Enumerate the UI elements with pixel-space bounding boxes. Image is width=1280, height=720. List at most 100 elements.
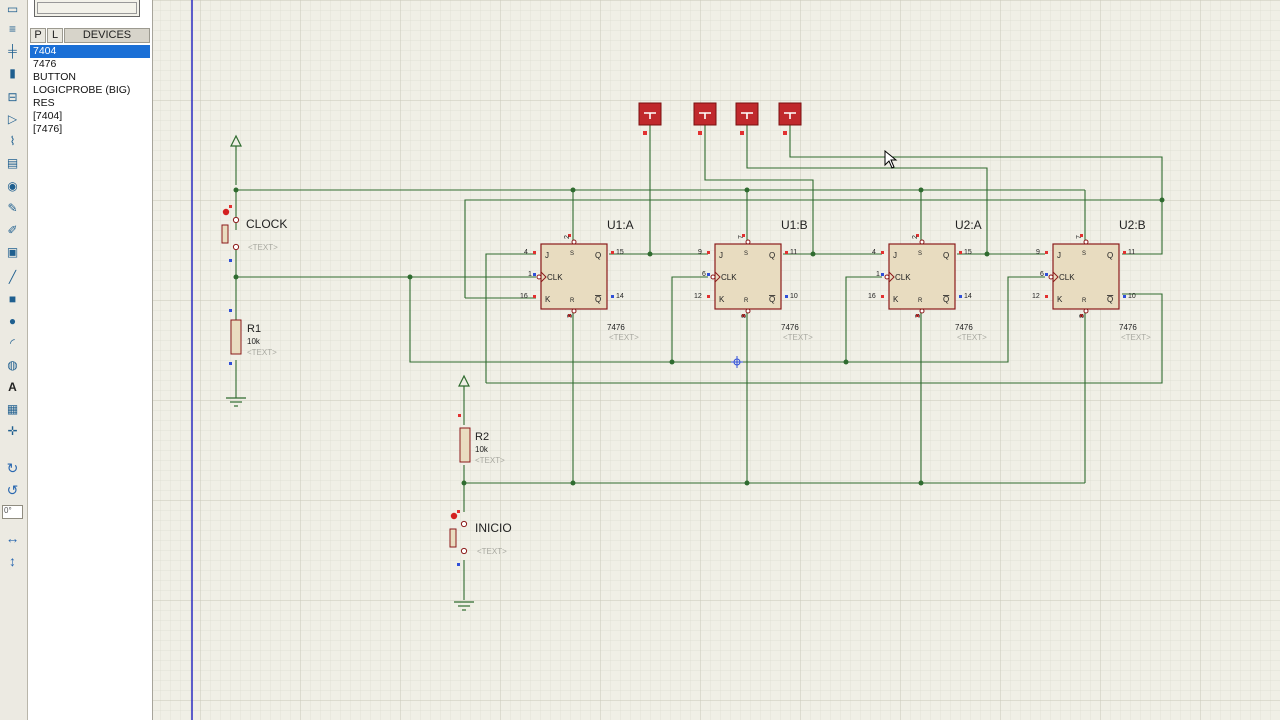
line-tool-icon[interactable]: ╱ — [8, 269, 17, 284]
schematic-canvas[interactable]: CLOCK <TEXT> R1 10k <TEXT> R2 10k <TEXT>… — [153, 0, 1280, 720]
pin-number: 4 — [524, 249, 528, 256]
wire — [409, 276, 1045, 363]
pin-label-k: K — [719, 295, 725, 304]
flipflop-ref: U1:A — [607, 218, 634, 232]
ground-terminal[interactable] — [226, 397, 246, 407]
pin-label-s: S — [744, 251, 748, 257]
power-terminal[interactable] — [458, 374, 470, 390]
device-list-item[interactable]: 7476 — [33, 58, 57, 70]
pin-number: 2 — [912, 235, 919, 239]
overview-window[interactable] — [34, 0, 140, 17]
pin-number: 11 — [790, 249, 797, 256]
voltage-probe-icon[interactable]: ✎ — [7, 200, 18, 215]
pin-number: 4 — [872, 249, 876, 256]
wire — [746, 125, 988, 254]
text-placeholder: <TEXT> — [609, 333, 639, 342]
pin-label-clk: CLK — [895, 273, 911, 282]
path-tool-icon[interactable]: ◍ — [7, 357, 18, 372]
mirror-horizontal-icon[interactable]: ↔ — [5, 529, 20, 546]
pin-number: 3 — [915, 314, 922, 318]
device-list-item[interactable]: 7404 — [30, 45, 150, 58]
box-tool-icon[interactable]: ■ — [8, 291, 17, 306]
inicio-button[interactable] — [449, 510, 468, 566]
ground-terminal[interactable] — [454, 601, 474, 611]
pin-number: 12 — [694, 293, 702, 300]
pin-label-clk: CLK — [721, 273, 737, 282]
pin-label-k: K — [1057, 295, 1063, 304]
wires[interactable] — [235, 125, 1163, 600]
rotation-angle-field[interactable]: 0° — [2, 505, 23, 519]
inicio-label: INICIO — [475, 521, 512, 535]
pin-label-q: Q — [943, 251, 949, 260]
pin-label-j: J — [719, 251, 723, 260]
pin-number: 1 — [876, 271, 880, 278]
arc-tool-icon[interactable]: ◜ — [10, 335, 15, 350]
text-placeholder: <TEXT> — [1121, 333, 1151, 342]
mirror-vertical-icon[interactable]: ↕ — [9, 552, 16, 569]
device-pin-icon[interactable]: ▷ — [7, 111, 18, 126]
script-icon[interactable]: ≡ — [8, 21, 16, 36]
pin-label-q: Q — [769, 251, 775, 260]
pin-number: 16 — [868, 293, 876, 300]
device-list-item[interactable]: [7404] — [33, 110, 63, 122]
flipflop-type: 7476 — [781, 323, 799, 332]
flipflop-ref: U2:B — [1119, 218, 1146, 232]
tape-recorder-icon[interactable]: ▤ — [6, 155, 19, 170]
pin-number: 2 — [564, 235, 571, 239]
wire — [486, 293, 1163, 384]
circle-tool-icon[interactable]: ● — [8, 313, 17, 328]
logic-probe[interactable] — [735, 102, 759, 135]
virtual-instruments-icon[interactable]: ▣ — [6, 244, 19, 259]
marker-tool-icon[interactable]: ✛ — [7, 423, 18, 438]
pin-number: 15 — [616, 249, 624, 256]
device-list-item[interactable]: LOGICPROBE (BIG) — [33, 84, 131, 96]
subcircuit-icon[interactable]: ▮ — [9, 65, 16, 80]
logic-probe[interactable] — [778, 102, 802, 135]
junctions — [233, 187, 1165, 486]
text-placeholder: <TEXT> — [477, 547, 507, 556]
rotate-anticlockwise-icon[interactable]: ↺ — [6, 482, 19, 498]
clock-button[interactable] — [221, 205, 240, 262]
label-mode-icon[interactable]: ▭ — [6, 1, 19, 16]
library-manager-button[interactable]: L — [47, 28, 63, 43]
text-placeholder: <TEXT> — [475, 456, 505, 465]
pin-number: 8 — [1079, 314, 1086, 318]
origin-marker — [731, 356, 743, 368]
device-list-item[interactable]: BUTTON — [33, 71, 76, 83]
pick-devices-button[interactable]: P — [30, 28, 46, 43]
r1-name: R1 — [247, 323, 261, 335]
pin-number: 10 — [790, 293, 798, 300]
pin-number: 7 — [1076, 235, 1083, 239]
resistor-r1[interactable] — [229, 309, 242, 365]
pin-number: 1 — [528, 271, 532, 278]
terminal-icon[interactable]: ⊟ — [7, 89, 18, 104]
device-list: 7404 7476 BUTTON LOGICPROBE (BIG) RES [7… — [30, 45, 150, 136]
wire — [485, 253, 536, 383]
text-placeholder: <TEXT> — [783, 333, 813, 342]
pin-number: 6 — [1040, 271, 1044, 278]
resistor-r2[interactable] — [458, 414, 471, 463]
current-probe-icon[interactable]: ✐ — [7, 222, 18, 237]
power-terminal[interactable] — [230, 134, 242, 150]
device-list-item[interactable]: RES — [33, 97, 55, 109]
flipflop-type: 7476 — [1119, 323, 1137, 332]
rotate-clockwise-icon[interactable]: ↻ — [6, 460, 19, 476]
pin-number: 3 — [567, 314, 574, 318]
mouse-cursor-icon — [884, 150, 898, 169]
overview-viewport — [37, 2, 137, 14]
bus-icon[interactable]: ╪ — [8, 43, 17, 58]
device-list-item[interactable]: [7476] — [33, 123, 63, 135]
logic-probe[interactable] — [693, 102, 717, 135]
symbol-tool-icon[interactable]: ▦ — [6, 401, 19, 416]
graph-icon[interactable]: ⌇ — [9, 133, 16, 148]
text-tool-icon[interactable]: A — [8, 379, 17, 394]
logic-probe[interactable] — [638, 102, 662, 135]
pin-label-q: Q — [1107, 251, 1113, 260]
pin-label-k: K — [545, 295, 551, 304]
generator-icon[interactable]: ◉ — [7, 178, 18, 193]
logic-probes — [638, 102, 802, 135]
